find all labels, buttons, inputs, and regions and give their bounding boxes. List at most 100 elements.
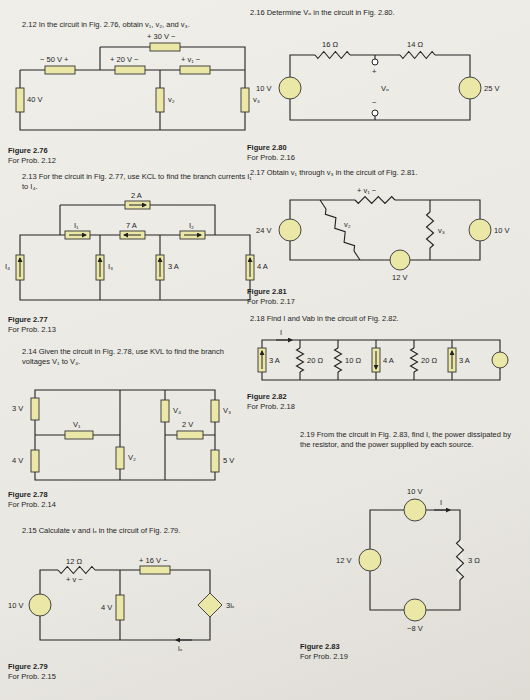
component-label: 10 V bbox=[8, 601, 23, 611]
problem-text: 2.16 Determine Vₒ in the circuit in Fig.… bbox=[250, 8, 520, 18]
component-label: V₄ bbox=[173, 406, 181, 416]
component-label: − bbox=[372, 98, 376, 108]
component-label: 3 Ω bbox=[468, 556, 480, 566]
wire-mask bbox=[326, 209, 354, 251]
component-label: 2 V bbox=[182, 420, 193, 430]
component-label: v₃ bbox=[438, 226, 445, 236]
problem-text: 2.18 Find I and Vab in the circuit of Fi… bbox=[250, 314, 520, 324]
fig-2-78 bbox=[31, 390, 219, 480]
component-label: For Prob. 2.15 bbox=[8, 672, 56, 682]
component-label: For Prob. 2.17 bbox=[247, 297, 295, 307]
component-label: For Prob. 2.19 bbox=[300, 652, 348, 662]
component-label: 40 V bbox=[27, 95, 42, 105]
component-label: V₁ bbox=[73, 420, 81, 430]
component-label: −8 V bbox=[407, 624, 423, 634]
wire-mask bbox=[315, 52, 350, 58]
component-label: + 16 V − bbox=[139, 556, 167, 566]
component-label: 4 V bbox=[12, 456, 23, 466]
component-label: − 50 V + bbox=[40, 55, 68, 65]
component-label: I bbox=[280, 328, 282, 338]
component-label: 4 A bbox=[383, 356, 394, 366]
component-label: v₂ bbox=[168, 95, 175, 105]
component-label: 7 A bbox=[126, 221, 137, 231]
component-label: v₃ bbox=[253, 95, 260, 105]
resistor-symbol bbox=[400, 52, 435, 59]
resistor-symbol bbox=[335, 348, 342, 372]
component-label: 14 Ω bbox=[407, 40, 423, 50]
resistor-symbol bbox=[411, 348, 418, 372]
resistor-symbol bbox=[355, 197, 395, 204]
component-label: 2 A bbox=[131, 191, 142, 201]
component-label: 5 V bbox=[223, 456, 234, 466]
component-label: + v₁ − bbox=[357, 186, 376, 196]
component-label: I₁ bbox=[74, 221, 79, 231]
component-label: + v₁ − bbox=[181, 55, 200, 65]
fig-2-76 bbox=[16, 43, 249, 130]
resistor-symbol bbox=[315, 52, 350, 59]
component-label: I₃ bbox=[108, 262, 113, 272]
component-label: 4 A bbox=[257, 262, 268, 272]
component-label: For Prob. 2.16 bbox=[247, 153, 295, 163]
component-label: 16 Ω bbox=[322, 40, 338, 50]
wire-mask bbox=[411, 348, 417, 372]
component-label: Vₒ bbox=[381, 84, 389, 94]
component-label: v₂ bbox=[344, 220, 351, 230]
component-label: 20 Ω bbox=[421, 356, 437, 366]
component-label: 25 V bbox=[484, 84, 499, 94]
component-label: For Prob. 2.18 bbox=[247, 402, 295, 412]
problem-text: 2.19 From the circuit in Fig. 2.83, find… bbox=[300, 430, 520, 449]
problem-text: 2.14 Given the circuit in Fig. 2.78, use… bbox=[22, 347, 252, 366]
component-label: 10 V bbox=[494, 226, 509, 236]
figure-caption: Figure 2.82 bbox=[247, 392, 287, 402]
figure-caption: Figure 2.78 bbox=[8, 490, 48, 500]
component-label: V₂ bbox=[128, 453, 136, 463]
component-label: For Prob. 2.12 bbox=[8, 156, 56, 166]
component-label: 4 V bbox=[101, 603, 112, 613]
component-label: + 30 V − bbox=[147, 32, 175, 42]
component-label: 3 A bbox=[269, 356, 280, 366]
component-label: 10 Ω bbox=[345, 356, 361, 366]
wire-mask bbox=[58, 567, 95, 573]
component-label: + v − bbox=[66, 575, 83, 585]
figure-caption: Figure 2.83 bbox=[300, 642, 340, 652]
component-label: I₂ bbox=[189, 221, 194, 231]
component-label: V₃ bbox=[223, 406, 231, 416]
problem-text: 2.12 In the circuit in Fig. 2.76, obtain… bbox=[22, 20, 252, 30]
figure-caption: Figure 2.79 bbox=[8, 662, 48, 672]
wire-mask bbox=[400, 52, 435, 58]
wire-mask bbox=[457, 540, 463, 580]
figure-caption: Figure 2.80 bbox=[247, 143, 287, 153]
component-label: 12 V bbox=[336, 556, 351, 566]
fig-2-77 bbox=[16, 201, 254, 300]
component-label: For Prob. 2.13 bbox=[8, 325, 56, 335]
component-label: 3 A bbox=[459, 356, 470, 366]
resistor-symbol bbox=[427, 212, 434, 248]
fig-2-83 bbox=[359, 499, 460, 621]
wire-mask bbox=[427, 212, 433, 248]
figure-caption: Figure 2.77 bbox=[8, 315, 48, 325]
component-label: 10 V bbox=[407, 487, 422, 497]
component-label: 12 V bbox=[392, 273, 407, 283]
fig-2-82 bbox=[258, 340, 508, 380]
component-label: 10 V bbox=[256, 84, 271, 94]
fig-2-80 bbox=[279, 55, 481, 120]
component-label: 24 V bbox=[256, 226, 271, 236]
problem-text: 2.13 For the circuit in Fig. 2.77, use K… bbox=[22, 172, 252, 191]
component-label: iₓ bbox=[178, 644, 182, 654]
resistor-symbol bbox=[457, 540, 464, 580]
fig-2-79 bbox=[29, 566, 222, 640]
component-label: I bbox=[440, 498, 442, 508]
resistor-symbol bbox=[58, 567, 95, 574]
wire-mask bbox=[335, 348, 341, 372]
component-label: 3iₓ bbox=[226, 601, 234, 611]
problem-text: 2.15 Calculate v and iₓ in the circuit o… bbox=[22, 526, 252, 536]
component-label: 20 Ω bbox=[307, 356, 323, 366]
resistor-symbol bbox=[325, 209, 354, 251]
problem-text: 2.17 Obtain v₁ through v₃ in the circuit… bbox=[250, 168, 520, 178]
component-label: For Prob. 2.14 bbox=[8, 500, 56, 510]
component-label: 12 Ω bbox=[66, 557, 82, 567]
figure-caption: Figure 2.76 bbox=[8, 146, 48, 156]
component-label: + 20 V − bbox=[110, 55, 138, 65]
resistor-symbol bbox=[297, 348, 304, 372]
component-label: I₄ bbox=[5, 262, 10, 272]
